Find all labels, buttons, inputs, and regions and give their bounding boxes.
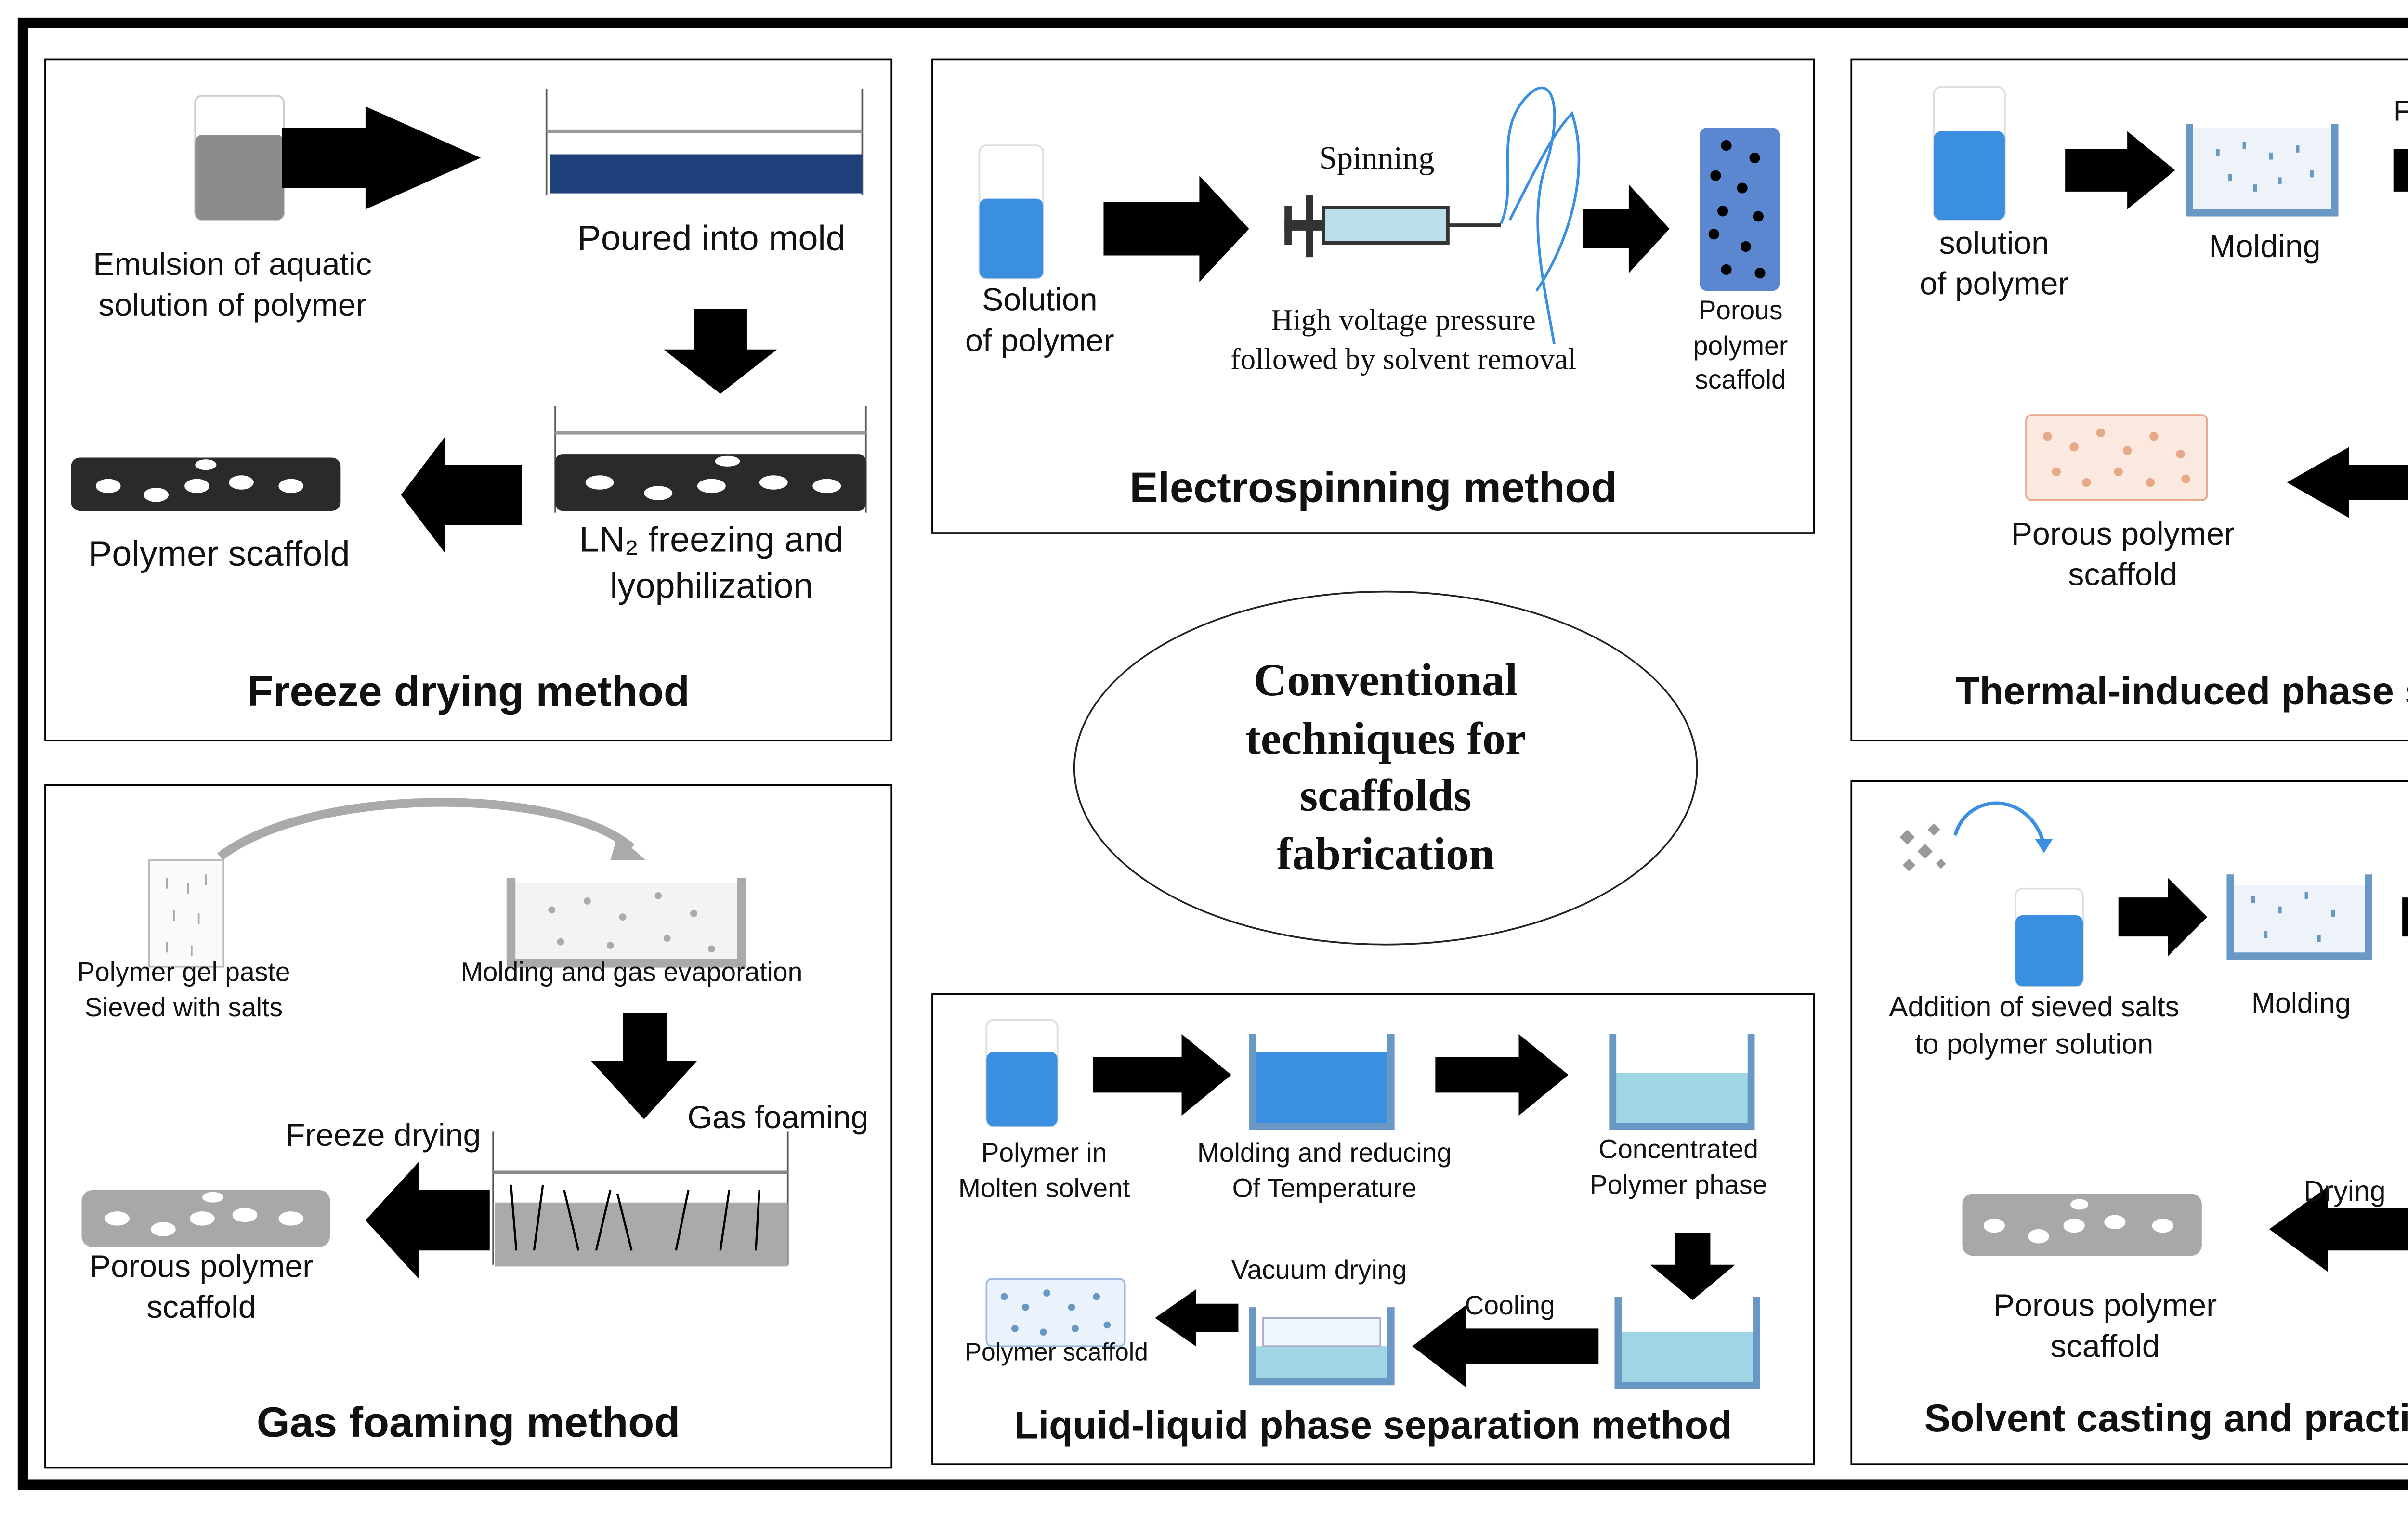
gel-beaker-icon xyxy=(148,859,225,968)
step-label: Porous polymer scaffold xyxy=(1693,296,1788,396)
arrow-right-icon xyxy=(2402,897,2408,937)
step-label: Cooling xyxy=(1465,1291,1555,1322)
step-label: Solution of polymer xyxy=(965,282,1114,359)
beaker-icon xyxy=(2015,887,2084,987)
porous-block-icon xyxy=(985,1278,1126,1347)
arrow-right-icon xyxy=(1583,184,1670,273)
beaker-icon xyxy=(978,144,1045,280)
arrow-right-icon xyxy=(1435,1034,1569,1116)
step-label: Polymer in Molten solvent xyxy=(958,1139,1130,1204)
panel-title: Liquid-liquid phase separation method xyxy=(1014,1403,1732,1448)
arrow-left-icon xyxy=(1155,1289,1239,1347)
step-label: Porous polymer scaffold xyxy=(2011,516,2235,593)
arrow-down-icon xyxy=(663,309,777,394)
beaker-icon xyxy=(985,1019,1059,1128)
step-label: Gas foaming xyxy=(687,1100,869,1135)
mold-icon xyxy=(545,89,864,195)
solvent-casting-illustration xyxy=(1899,801,2408,1272)
arrow-left-icon xyxy=(1412,1305,1599,1387)
step-label: solution of polymer xyxy=(1919,225,2069,302)
step-label: Molding and reducing Of Temperature xyxy=(1197,1139,1452,1204)
scaffold-disc-icon xyxy=(71,457,341,511)
arrow-down-icon xyxy=(590,1013,697,1119)
panel-title: Gas foaming method xyxy=(256,1399,681,1448)
fiber-jet-icon xyxy=(1500,86,1581,345)
syringe-icon xyxy=(1284,195,1501,258)
arrow-right-icon xyxy=(2118,878,2207,956)
porous-block-icon xyxy=(2025,414,2208,501)
step-label: Freeze drying xyxy=(286,1117,481,1153)
llps-illustration xyxy=(985,1019,1760,1389)
arrow-left-icon xyxy=(365,1162,490,1279)
scaffold-disc-icon xyxy=(1962,1194,2202,1256)
panel-title: Solvent casting and practical leaching xyxy=(1924,1396,2408,1441)
panel-liquid-liquid-phase-separation: Polymer in Molten solvent Molding and re… xyxy=(931,993,1815,1465)
panel-title: Thermal-induced phase separation xyxy=(1956,668,2408,713)
center-title: Conventional techniques for scaffolds fa… xyxy=(1245,654,1526,879)
arrow-down-icon xyxy=(1650,1233,1735,1300)
arrow-right-icon xyxy=(282,106,481,209)
tips-illustration xyxy=(1933,86,2408,518)
curved-arrow-icon xyxy=(217,798,646,860)
step-label: Polymer scaffold xyxy=(88,535,350,575)
arrow-right-icon xyxy=(2065,131,2175,209)
step-label: Drying xyxy=(2303,1178,2386,1208)
gas-foaming-illustration xyxy=(81,798,789,1279)
tray-icon xyxy=(1609,1034,1755,1130)
step-label: Emulsion of aquatic solution of polymer xyxy=(93,247,372,324)
beaker-icon xyxy=(1933,86,2006,221)
step-label: Polymer scaffold xyxy=(965,1337,1148,1366)
salt-crystals-icon xyxy=(1899,823,1946,871)
step-label: Frozen xyxy=(2376,96,2408,133)
mold-icon xyxy=(1249,1034,1395,1130)
step-label: Poured into mold xyxy=(577,220,846,259)
panel-electrospinning: Solution of polymer Spinning High voltag… xyxy=(931,58,1815,534)
step-label: Porous polymer scaffold xyxy=(89,1248,314,1326)
arrow-left-icon xyxy=(401,436,522,554)
step-label: Molding xyxy=(2209,229,2321,264)
step-label: Molding and gas evaporation xyxy=(460,958,803,988)
center-ellipse: Conventional techniques for scaffolds fa… xyxy=(1073,590,1698,946)
mold-icon xyxy=(506,878,746,968)
arrow-right-icon xyxy=(1093,1034,1231,1116)
arrow-left-icon xyxy=(2269,1186,2408,1272)
tray-icon xyxy=(1614,1297,1760,1389)
arrow-right-icon xyxy=(1103,175,1249,282)
panel-title: Freeze drying method xyxy=(247,668,690,717)
porous-scaffold-icon xyxy=(1700,128,1780,291)
step-label: Polymer gel paste Sieved with salts xyxy=(77,958,290,1023)
panel-gas-foaming: Polymer gel paste Sieved with salts Mold… xyxy=(44,784,893,1469)
electrospinning-illustration xyxy=(978,86,1780,345)
step-label: High voltage pressure followed by solven… xyxy=(1230,303,1577,377)
mold-icon xyxy=(2186,124,2339,217)
step-label: Concentrated Polymer phase xyxy=(1589,1135,1767,1200)
step-label: Vacuum drying xyxy=(1231,1256,1407,1286)
step-label: Porous polymer scaffold xyxy=(1993,1287,2217,1365)
step-label: Spinning xyxy=(1319,140,1435,176)
mold-icon xyxy=(2226,874,2372,960)
scaffold-disc-icon xyxy=(81,1190,330,1247)
step-label: LN₂ freezing and lyophilization xyxy=(579,521,844,607)
step-label: Addition of sieved salts to polymer solu… xyxy=(1889,993,2180,1061)
curved-arrow-icon xyxy=(1953,801,2053,854)
arrow-left-icon xyxy=(2287,447,2408,518)
panel-solvent-casting: Addition of sieved salts to polymer solu… xyxy=(1850,780,2408,1465)
panel-title: Electrospinning method xyxy=(1129,465,1617,513)
panel-thermal-induced-phase-separation: solution of polymer Molding Frozen Solve… xyxy=(1850,58,2408,741)
step-label: Molding xyxy=(2251,989,2351,1020)
foaming-mold-icon xyxy=(492,1131,789,1267)
frozen-mold-icon xyxy=(554,406,867,513)
drying-tray-icon xyxy=(1249,1307,1395,1386)
freeze-drying-illustration xyxy=(71,89,867,554)
panel-freeze-drying: Emulsion of aquatic solution of polymer … xyxy=(44,58,893,741)
beaker-icon xyxy=(194,95,285,221)
arrow-right-icon xyxy=(2393,149,2408,192)
outer-frame xyxy=(17,17,2408,1490)
